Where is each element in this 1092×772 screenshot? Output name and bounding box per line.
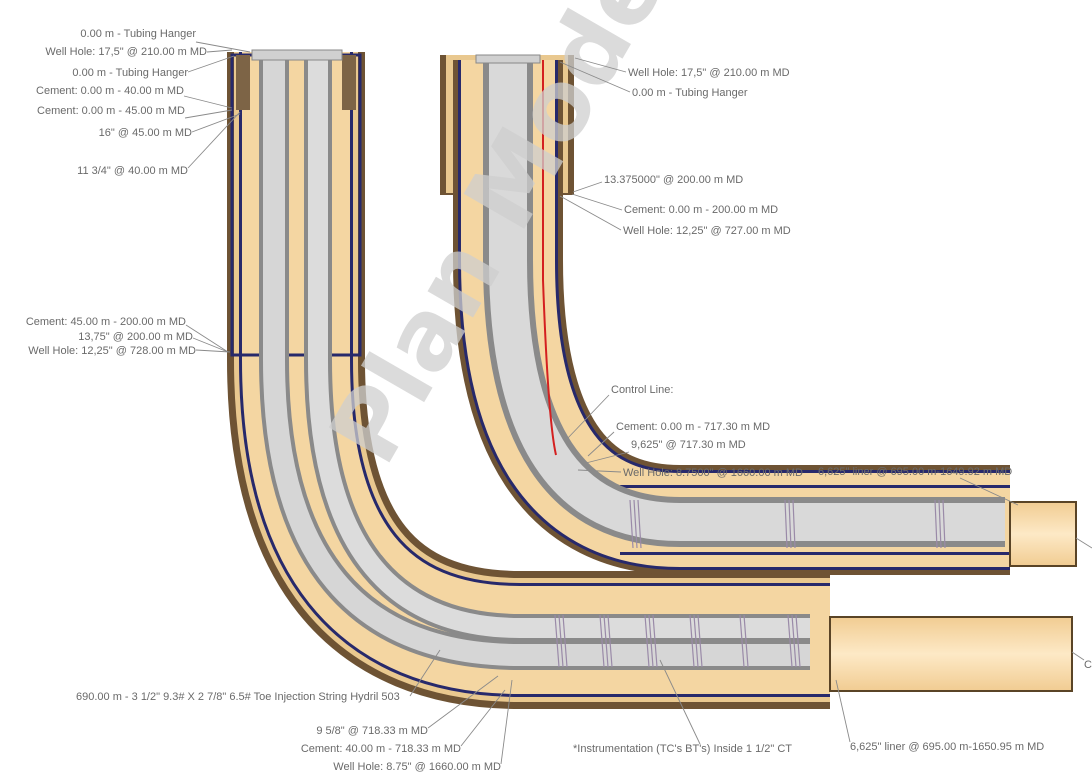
- right-callout-label: 6,625" liner @ 695.00 m-1649.92 m MD: [818, 466, 1012, 478]
- left-leader-line: [192, 337, 229, 353]
- right-leader-line: [559, 61, 631, 93]
- left-callout-label: *Instrumentation (TC's BT's) Inside 1 1/…: [573, 743, 792, 755]
- right-edge-leader-line: [1075, 537, 1092, 549]
- right-tubing-core: [489, 60, 1005, 541]
- left-tubing-outer-core: [263, 58, 810, 666]
- right-callout-label: Control Line:: [611, 384, 673, 396]
- left-leader-line: [187, 111, 241, 169]
- right-control-line: [542, 60, 557, 456]
- left-centralizers: [554, 614, 801, 668]
- right-callout-label: 0.00 m - Tubing Hanger: [632, 87, 748, 99]
- right-callout-label: Well Hole: 12,25" @ 727.00 m MD: [623, 225, 791, 237]
- left-leader-line: [427, 675, 499, 729]
- left-callout-label: Cement: 45.00 m - 200.00 m MD: [26, 316, 186, 328]
- right-well: [440, 54, 1077, 575]
- left-callout-label: 0.00 m - Tubing Hanger: [80, 28, 196, 40]
- right-leader-line: [587, 431, 615, 457]
- left-leader-line: [206, 49, 233, 53]
- left-well: [227, 49, 1073, 709]
- left-leader-line: [1071, 651, 1085, 661]
- right-centralizers: [629, 499, 946, 549]
- left-leader-line: [835, 679, 851, 743]
- right-callout-label: 9,625" @ 717.30 m MD: [631, 439, 746, 451]
- left-conductor-cement: [236, 55, 250, 110]
- right-callout-label: 13.375000" @ 200.00 m MD: [604, 174, 743, 186]
- left-leader-line: [195, 41, 251, 53]
- left-callout-label: 16" @ 45.00 m MD: [99, 127, 192, 139]
- left-callout-label: 13,75" @ 200.00 m MD: [78, 331, 193, 343]
- right-leader-line: [572, 181, 603, 193]
- right-callout-label: Well Hole: 8.7500" @ 1660.00 m MD: [623, 467, 803, 479]
- left-callout-label: Well Hole: 8.75" @ 1660.00 m MD: [333, 761, 501, 772]
- left-tubing-hanger: [251, 49, 343, 61]
- left-tubing-inner-core: [308, 58, 810, 638]
- left-leader-line: [409, 649, 441, 697]
- left-callout-label: 690.00 m - 3 1/2" 9.3# X 2 7/8" 6.5# Toe…: [76, 691, 400, 703]
- left-open-hole: [829, 616, 1073, 692]
- left-callout-label: Well Hole: 17,5" @ 210.00 m MD: [45, 46, 207, 58]
- right-leader-line: [581, 451, 630, 465]
- left-callout-label: 9 5/8" @ 718.33 m MD: [316, 725, 428, 737]
- left-callout-label: 11 3/4" @ 40.00 m MD: [77, 165, 188, 177]
- right-leader-line: [559, 195, 622, 231]
- right-leader-line: [571, 193, 623, 211]
- right-leader-line: [959, 477, 1019, 506]
- left-conductor-cement-right: [342, 55, 356, 110]
- right-leader-line: [577, 469, 622, 473]
- left-leader-line: [185, 324, 229, 353]
- right-callout-label: Cement: 0.00 m - 717.30 m MD: [616, 421, 770, 433]
- right-leader-line: [565, 394, 610, 441]
- left-leader-line: [183, 95, 233, 109]
- right-callout-label: Cement: 0.00 m - 200.00 m MD: [624, 204, 778, 216]
- left-callout-label: 0.00 m - Tubing Hanger: [72, 67, 188, 79]
- left-callout-label: Cement: 0.00 m - 40.00 m MD: [36, 85, 184, 97]
- left-leader-line: [500, 679, 513, 765]
- left-leader-line: [184, 109, 233, 119]
- left-leader-line: [195, 349, 231, 353]
- left-callout-label: C: [1084, 659, 1092, 671]
- left-leader-line: [191, 113, 241, 133]
- left-callout-label: 6,625" liner @ 695.00 m-1650.95 m MD: [850, 741, 1044, 753]
- right-leader-line: [574, 57, 627, 73]
- right-open-hole: [1009, 501, 1077, 567]
- left-leader-line: [460, 689, 506, 747]
- left-leader-line: [187, 55, 235, 73]
- left-callout-label: Well Hole: 12,25" @ 728.00 m MD: [28, 345, 196, 357]
- right-callout-label: Well Hole: 17,5" @ 210.00 m MD: [628, 67, 790, 79]
- right-tubing-hanger: [475, 54, 541, 64]
- left-callout-label: Cement: 40.00 m - 718.33 m MD: [301, 743, 461, 755]
- left-leader-line: [659, 659, 701, 745]
- left-callout-label: Cement: 0.00 m - 45.00 m MD: [37, 105, 185, 117]
